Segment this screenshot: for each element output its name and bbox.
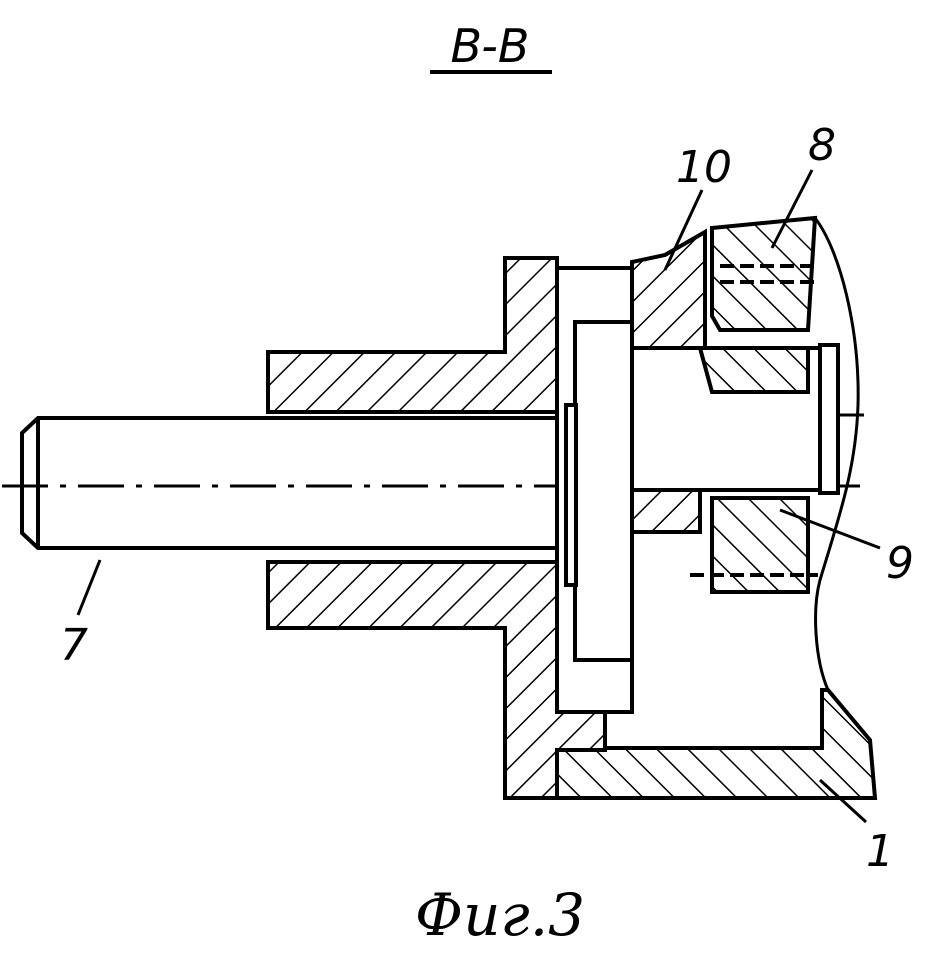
label-part-8: 8: [808, 120, 836, 171]
break-line: [813, 217, 860, 691]
label-part-10: 10: [676, 142, 732, 193]
leader-lines: [76, 169, 881, 824]
label-part-7: 7: [60, 620, 88, 671]
label-part-1: 1: [866, 826, 894, 877]
shaft: [20, 416, 559, 550]
section-title: B-B: [451, 19, 530, 73]
housing-part: [266, 256, 878, 800]
gear-ring: [690, 215, 818, 594]
figure-caption: Фиг.3: [415, 881, 585, 949]
part-10-cover: [630, 228, 707, 534]
label-part-9: 9: [886, 538, 914, 589]
shaft-disk: [555, 266, 634, 714]
